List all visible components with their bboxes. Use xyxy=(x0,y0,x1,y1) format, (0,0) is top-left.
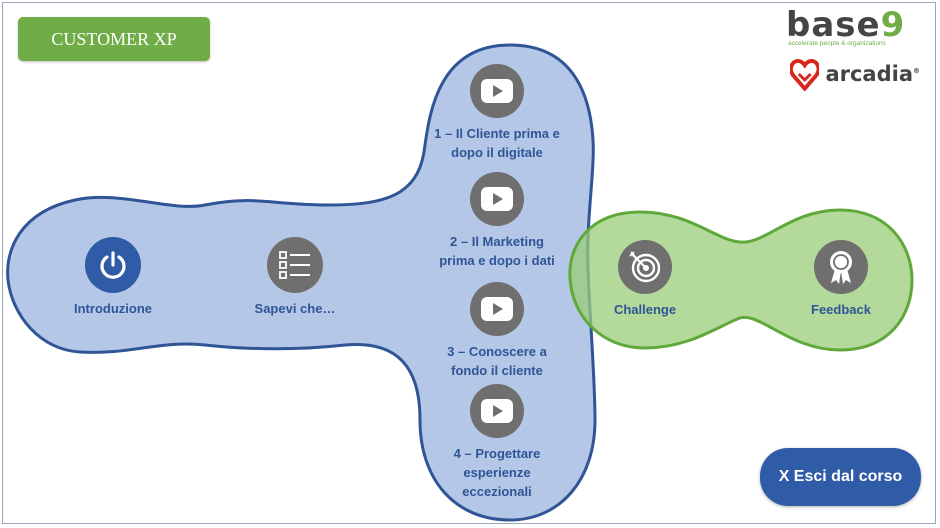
play-icon[interactable] xyxy=(470,384,524,438)
did-you-know-node[interactable]: Sapevi che… xyxy=(240,237,350,318)
play-icon[interactable] xyxy=(470,64,524,118)
base9-word: base xyxy=(786,5,881,45)
play-icon[interactable] xyxy=(470,172,524,226)
award-icon[interactable] xyxy=(814,240,868,294)
exit-course-button[interactable]: X Esci dal corso xyxy=(760,448,921,506)
challenge-label: Challenge xyxy=(613,302,677,317)
feedback-label: Feedback xyxy=(811,302,871,317)
arcadia-heart-icon xyxy=(790,59,820,91)
arcadia-registered-mark: ® xyxy=(913,67,920,75)
arcadia-word: arcadia xyxy=(825,62,913,86)
base9-logo: base9 accelerate people & organizations xyxy=(786,8,916,53)
intro-node[interactable]: Introduzione xyxy=(63,237,163,318)
base9-tagline: accelerate people & organizations xyxy=(788,40,886,47)
checklist-icon[interactable] xyxy=(267,237,323,293)
video-node-4[interactable]: 4 – Progettare esperienze eccezionali xyxy=(421,384,573,501)
video-label-3: 3 – Conoscere a fondo il cliente xyxy=(447,344,547,378)
target-icon[interactable] xyxy=(618,240,672,294)
video-node-3[interactable]: 3 – Conoscere a fondo il cliente xyxy=(421,282,573,380)
base9-digit: 9 xyxy=(880,5,906,45)
feedback-node[interactable]: Feedback xyxy=(796,240,886,319)
video-node-2[interactable]: 2 – Il Marketing prima e dopo i dati xyxy=(421,172,573,270)
exit-course-label: X Esci dal corso xyxy=(778,468,903,485)
video-node-1[interactable]: 1 – Il Cliente prima e dopo il digitale xyxy=(421,64,573,162)
intro-label: Introduzione xyxy=(74,301,152,316)
video-label-2: 2 – Il Marketing prima e dopo i dati xyxy=(439,234,555,268)
challenge-node[interactable]: Challenge xyxy=(600,240,690,319)
play-icon[interactable] xyxy=(470,282,524,336)
course-title-text: CUSTOMER XP xyxy=(51,28,177,49)
arcadia-logo: arcadia® xyxy=(790,56,920,92)
did-you-know-label: Sapevi che… xyxy=(254,301,336,316)
video-label-1: 1 – Il Cliente prima e dopo il digitale xyxy=(434,126,560,160)
course-title-badge: CUSTOMER XP xyxy=(18,17,210,61)
video-label-4: 4 – Progettare esperienze eccezionali xyxy=(453,446,541,499)
power-icon[interactable] xyxy=(85,237,141,293)
